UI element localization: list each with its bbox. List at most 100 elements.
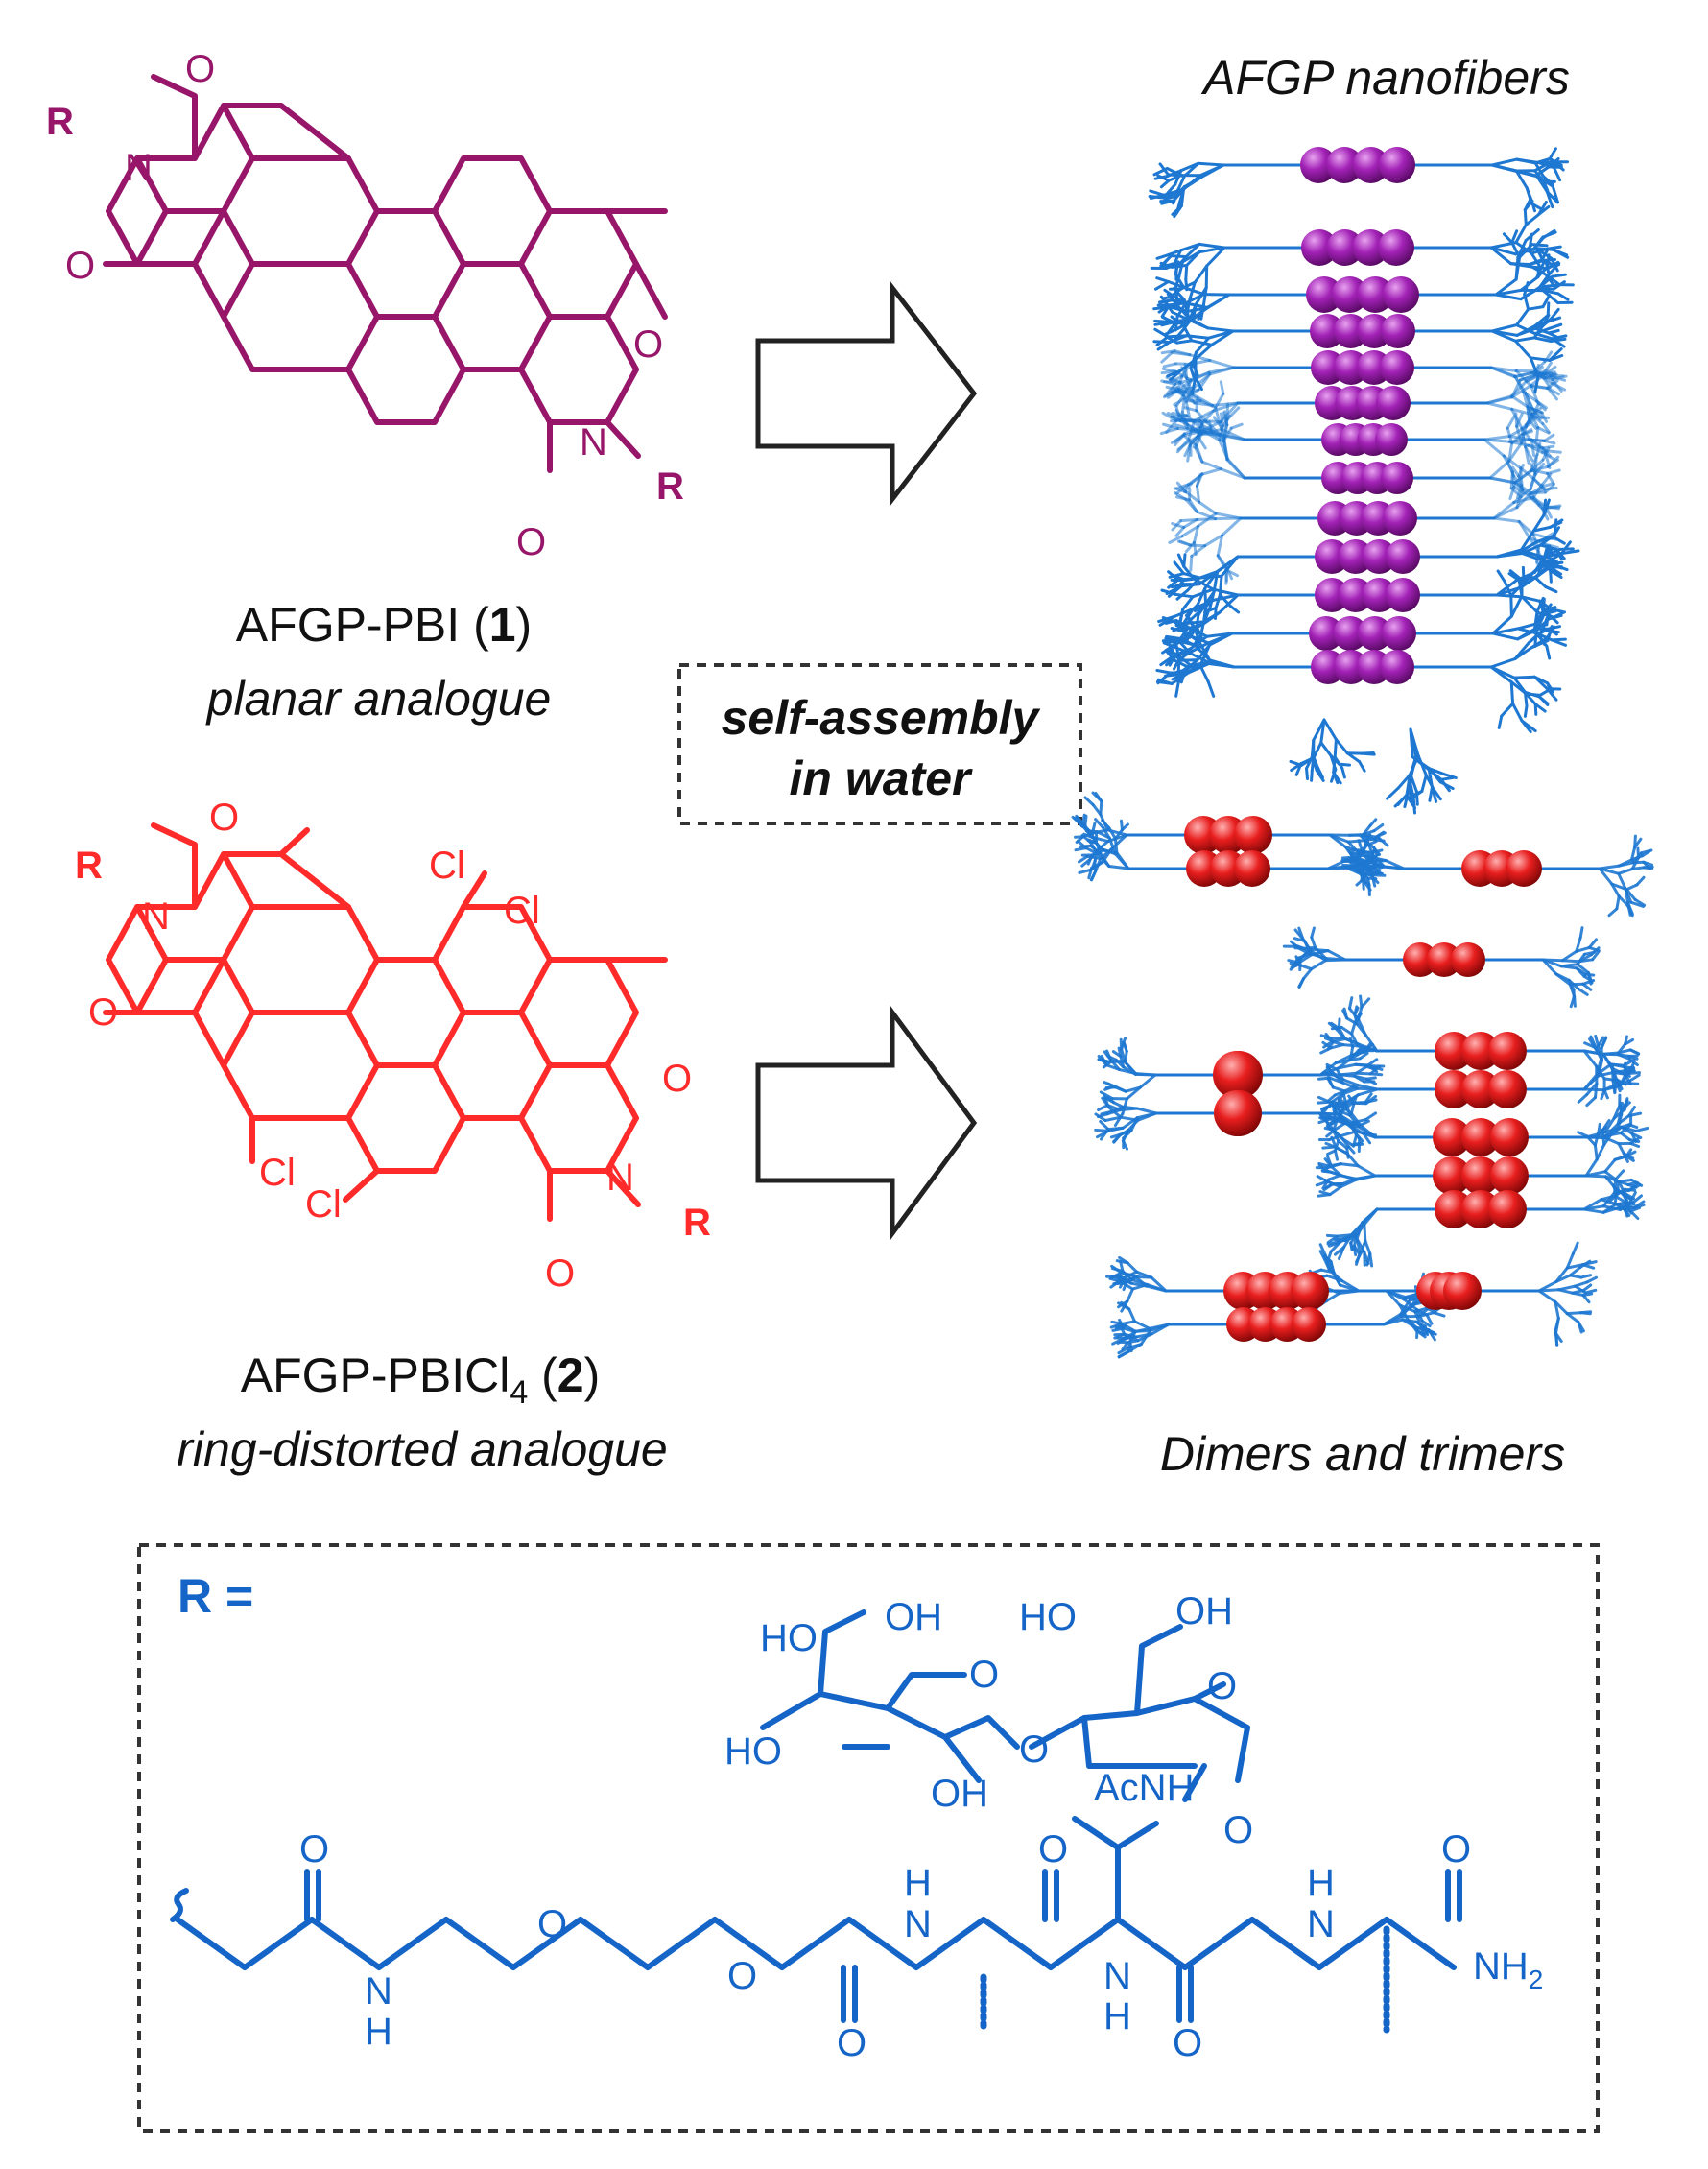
r-o-glycosidic-thr: O [1223, 1809, 1253, 1851]
glycan-bond [1195, 409, 1208, 424]
glycan-bond [1098, 846, 1117, 856]
pbi-layer [1311, 650, 1414, 684]
glycan-bond [1546, 301, 1551, 317]
glycan-bond [1355, 1251, 1364, 1264]
glycan-bond [1368, 1072, 1384, 1077]
glycan-bond [1577, 1093, 1588, 1104]
pbicl4-cl-1: Cl [429, 845, 465, 887]
glycan-bond [1517, 474, 1525, 491]
glycan-bond [1343, 1084, 1360, 1093]
glycan-bond [1341, 1009, 1349, 1020]
glycan-bond [1364, 1094, 1378, 1106]
glycan-bond [1432, 1311, 1446, 1318]
glycan-bond [1346, 839, 1366, 844]
glycan-bond [1222, 436, 1229, 462]
glycan-bond [1354, 1223, 1366, 1238]
glycan-bond [1113, 1111, 1125, 1127]
glycan-bond [1364, 881, 1372, 892]
glycan-bond [1162, 362, 1177, 369]
glycan-bond [1598, 864, 1621, 870]
r-group-box [137, 1543, 1600, 2133]
assembly2-title: Dimers and trimers [1160, 1427, 1565, 1481]
glycan-bond [1537, 1289, 1557, 1303]
atom-sphere [1357, 314, 1392, 348]
glycan-bond [1297, 926, 1305, 941]
glycan-bond [1160, 349, 1176, 355]
glycan-bond [1156, 174, 1171, 182]
glycan-bond [1136, 1111, 1158, 1122]
glycan-bond [1176, 174, 1186, 192]
glycan-bond [1630, 866, 1646, 870]
glycan-bond [1340, 1279, 1361, 1293]
glycan-bond [1531, 532, 1548, 539]
atom-sphere [1382, 616, 1416, 651]
glycan-bond [1414, 1320, 1427, 1328]
glycan-bond [1520, 552, 1543, 561]
glycan-bond [1321, 1040, 1333, 1050]
glycan-bond [1585, 1275, 1598, 1284]
glycan-bond [1575, 966, 1588, 976]
glycan-bond [1166, 334, 1189, 339]
glycan-bond [1361, 1207, 1379, 1225]
glycan-bond [1219, 401, 1240, 423]
glycan-bond [1150, 1275, 1168, 1293]
glycan-bond [1492, 516, 1521, 523]
glycan-bond [1121, 822, 1129, 832]
glycan-bond [1356, 1044, 1379, 1053]
glycan-bond [1193, 540, 1198, 557]
glycan-bond [1548, 322, 1563, 330]
glycan-bond [1382, 1313, 1402, 1326]
glycan-bond [1338, 1073, 1357, 1078]
glycan-bond [1545, 687, 1558, 702]
glycan-bond [1170, 583, 1185, 589]
atom-sphere [1451, 942, 1485, 977]
glycan-bond [1188, 651, 1211, 665]
glycan-bond [1551, 378, 1563, 393]
assembly1-title: AFGP nanofibers [1200, 51, 1570, 105]
glycan-bond [1312, 718, 1326, 742]
glycan-bond [1613, 1194, 1627, 1204]
glycan-bond [1577, 1321, 1583, 1334]
glycan-bond [1124, 1085, 1142, 1093]
glycan-bond [1183, 435, 1198, 447]
nanofiber-glycan-branches [1148, 147, 1580, 815]
glycan-bond [1127, 1118, 1140, 1132]
glycan-bond [1613, 1155, 1628, 1161]
glycan-bond [1123, 1041, 1128, 1053]
glycan-bond [1208, 359, 1236, 369]
atom-sphere [1461, 1032, 1500, 1070]
glycan-bond [1551, 334, 1568, 341]
glycan-bond [1537, 287, 1555, 291]
glycan-bond [1350, 1221, 1364, 1237]
pbicl4-n-left: N [142, 895, 170, 938]
glycan-bond [1513, 339, 1532, 360]
glycan-bond [1082, 832, 1095, 840]
glycan-bond [1524, 392, 1535, 411]
glycan-bond [1520, 595, 1539, 614]
glycan-bond [1180, 397, 1186, 414]
glycan-bond [1334, 1246, 1345, 1256]
glycan-bond [1165, 648, 1180, 657]
glycan-bond [1174, 618, 1191, 630]
glycan-bond [1552, 280, 1566, 291]
glycan-bond [1310, 926, 1316, 940]
pbicl4-layer [1433, 1118, 1529, 1156]
glycan-bond [1172, 287, 1186, 301]
atom-sphere [1433, 1156, 1471, 1195]
glycan-bond [1409, 727, 1420, 758]
glycan-bond [1610, 882, 1621, 898]
glycan-bond [1322, 718, 1338, 741]
glycan-bond [1212, 416, 1223, 429]
glycan-bond [1101, 1096, 1111, 1109]
glycan-bond [1323, 1253, 1331, 1272]
glycan-bond [1122, 1335, 1138, 1341]
glycan-bond [1107, 1106, 1123, 1119]
glycan-bond [1533, 703, 1547, 713]
glycan-bond [1094, 818, 1104, 829]
glycan-bond [1310, 959, 1328, 971]
r-n-2: N [904, 1903, 932, 1945]
glycan-bond [1514, 223, 1528, 245]
glycan-bond [1595, 1143, 1606, 1161]
glycan-bond [1625, 888, 1637, 901]
glycan-bond [1541, 289, 1560, 304]
